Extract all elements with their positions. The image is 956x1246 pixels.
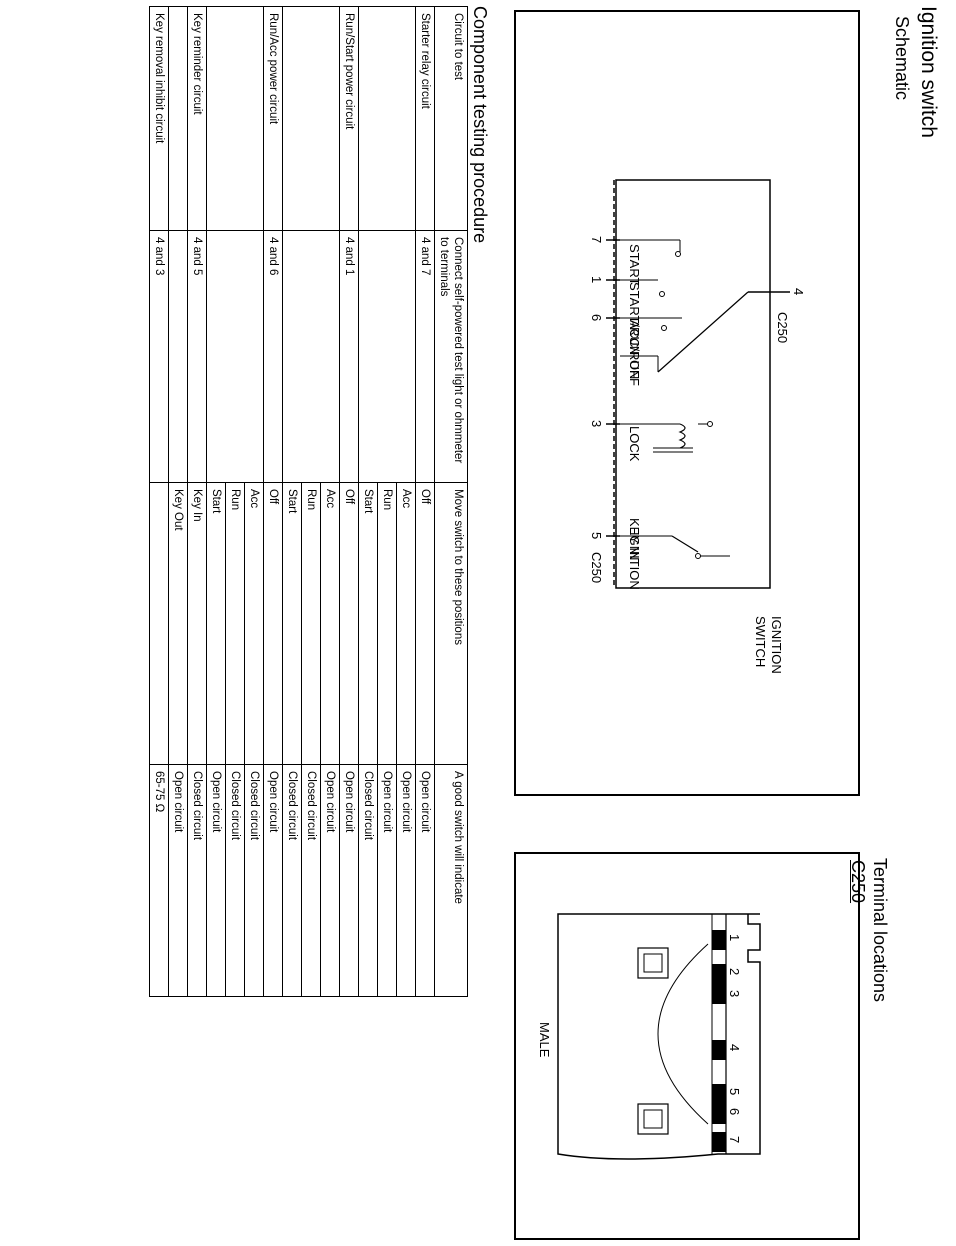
table-header-cell: Connect self-powered test light or ohmme… <box>434 230 468 483</box>
procedure-table: Circuit to test Connect self-powered tes… <box>149 6 468 997</box>
pin-label: 5 <box>589 532 604 540</box>
cell: Acc <box>396 482 416 765</box>
cell: Key In <box>187 482 207 765</box>
cell: Run <box>377 482 397 765</box>
cell: Open circuit <box>168 764 188 997</box>
cell: 4 and 5 <box>187 230 207 483</box>
terminal-pin-label: 7 <box>727 1136 742 1144</box>
schematic-box: 7 1 6 3 5 C250 START START/RUN ACC/RUN O… <box>514 10 860 796</box>
cell: Acc <box>320 482 340 765</box>
table-header-cell: Circuit to test <box>434 6 468 231</box>
cell: Open circuit <box>377 764 397 997</box>
cell: Start <box>206 482 226 765</box>
cell: 65-75 Ω <box>149 764 169 997</box>
cell: Open circuit <box>206 764 226 997</box>
common-pin-label: 4 <box>791 288 806 296</box>
cell: Start <box>358 482 378 765</box>
cell: Open circuit <box>396 764 416 997</box>
cell: 4 and 1 <box>339 230 359 483</box>
pin-label: 7 <box>589 236 604 244</box>
cell <box>149 482 169 765</box>
cell: Start <box>282 482 302 765</box>
pin-label: 6 <box>589 314 604 322</box>
connector-label-top: C250 <box>775 312 790 344</box>
cell: 4 and 6 <box>263 230 283 483</box>
cell: Off <box>415 482 435 765</box>
connector-label-bottom: C250 <box>589 552 604 584</box>
position-label: START <box>627 244 642 286</box>
cell: Open circuit <box>339 764 359 997</box>
cell: Run/Start power circuit <box>339 6 359 231</box>
terminal-pin-label: 5 <box>727 1088 742 1096</box>
cell: Starter relay circuit <box>415 6 435 231</box>
terminal-pin-label: 3 <box>727 990 742 998</box>
terminal-box: 1 2 3 4 5 6 7 MALE <box>514 852 860 1240</box>
cell: Run <box>301 482 321 765</box>
connector-diagram <box>557 913 761 1160</box>
key-in-label: IGNITION <box>627 532 642 590</box>
schematic-heading: Schematic <box>892 16 912 101</box>
table-header-cell: Move switch to these positions <box>434 482 468 765</box>
male-label: MALE <box>537 1022 552 1058</box>
position-label: LOCK <box>627 426 642 462</box>
cell: Off <box>263 482 283 765</box>
position-label: OFF <box>627 360 642 386</box>
cell: 4 and 3 <box>149 230 169 483</box>
cell: Closed circuit <box>358 764 378 997</box>
schematic-diagram <box>606 179 790 589</box>
cell: Open circuit <box>320 764 340 997</box>
cell: Key removal inhibit circuit <box>149 6 169 231</box>
procedure-heading: Component testing procedure <box>470 6 490 244</box>
cell: Key Out <box>168 482 188 765</box>
cell: Closed circuit <box>244 764 264 997</box>
table-header-cell: A good switch will indicate <box>434 764 468 997</box>
cell: Open circuit <box>415 764 435 997</box>
cell: Off <box>339 482 359 765</box>
terminal-pin-label: 4 <box>727 1044 742 1052</box>
page-title: Ignition switch <box>917 6 940 138</box>
ignition-switch-label: SWITCH <box>753 616 768 668</box>
cell: Key reminder circuit <box>187 6 207 231</box>
table-header-row: Circuit to test Connect self-powered tes… <box>434 6 468 997</box>
ignition-switch-label: IGNITION <box>769 616 784 674</box>
cell: Run/Acc power circuit <box>263 6 283 231</box>
pin-label: 3 <box>589 420 604 428</box>
cell: Run <box>225 482 245 765</box>
cell: Closed circuit <box>187 764 207 997</box>
terminal-heading: Terminal locations <box>870 858 890 1003</box>
pin-label: 1 <box>589 276 604 284</box>
terminal-pin-label: 2 <box>727 968 742 976</box>
cell: 4 and 7 <box>415 230 435 483</box>
cell: Closed circuit <box>225 764 245 997</box>
terminal-pin-label: 6 <box>727 1108 742 1116</box>
cell: Open circuit <box>263 764 283 997</box>
cell: Acc <box>244 482 264 765</box>
terminal-pin-label: 1 <box>727 934 742 942</box>
cell: Closed circuit <box>301 764 321 997</box>
cell: Closed circuit <box>282 764 302 997</box>
